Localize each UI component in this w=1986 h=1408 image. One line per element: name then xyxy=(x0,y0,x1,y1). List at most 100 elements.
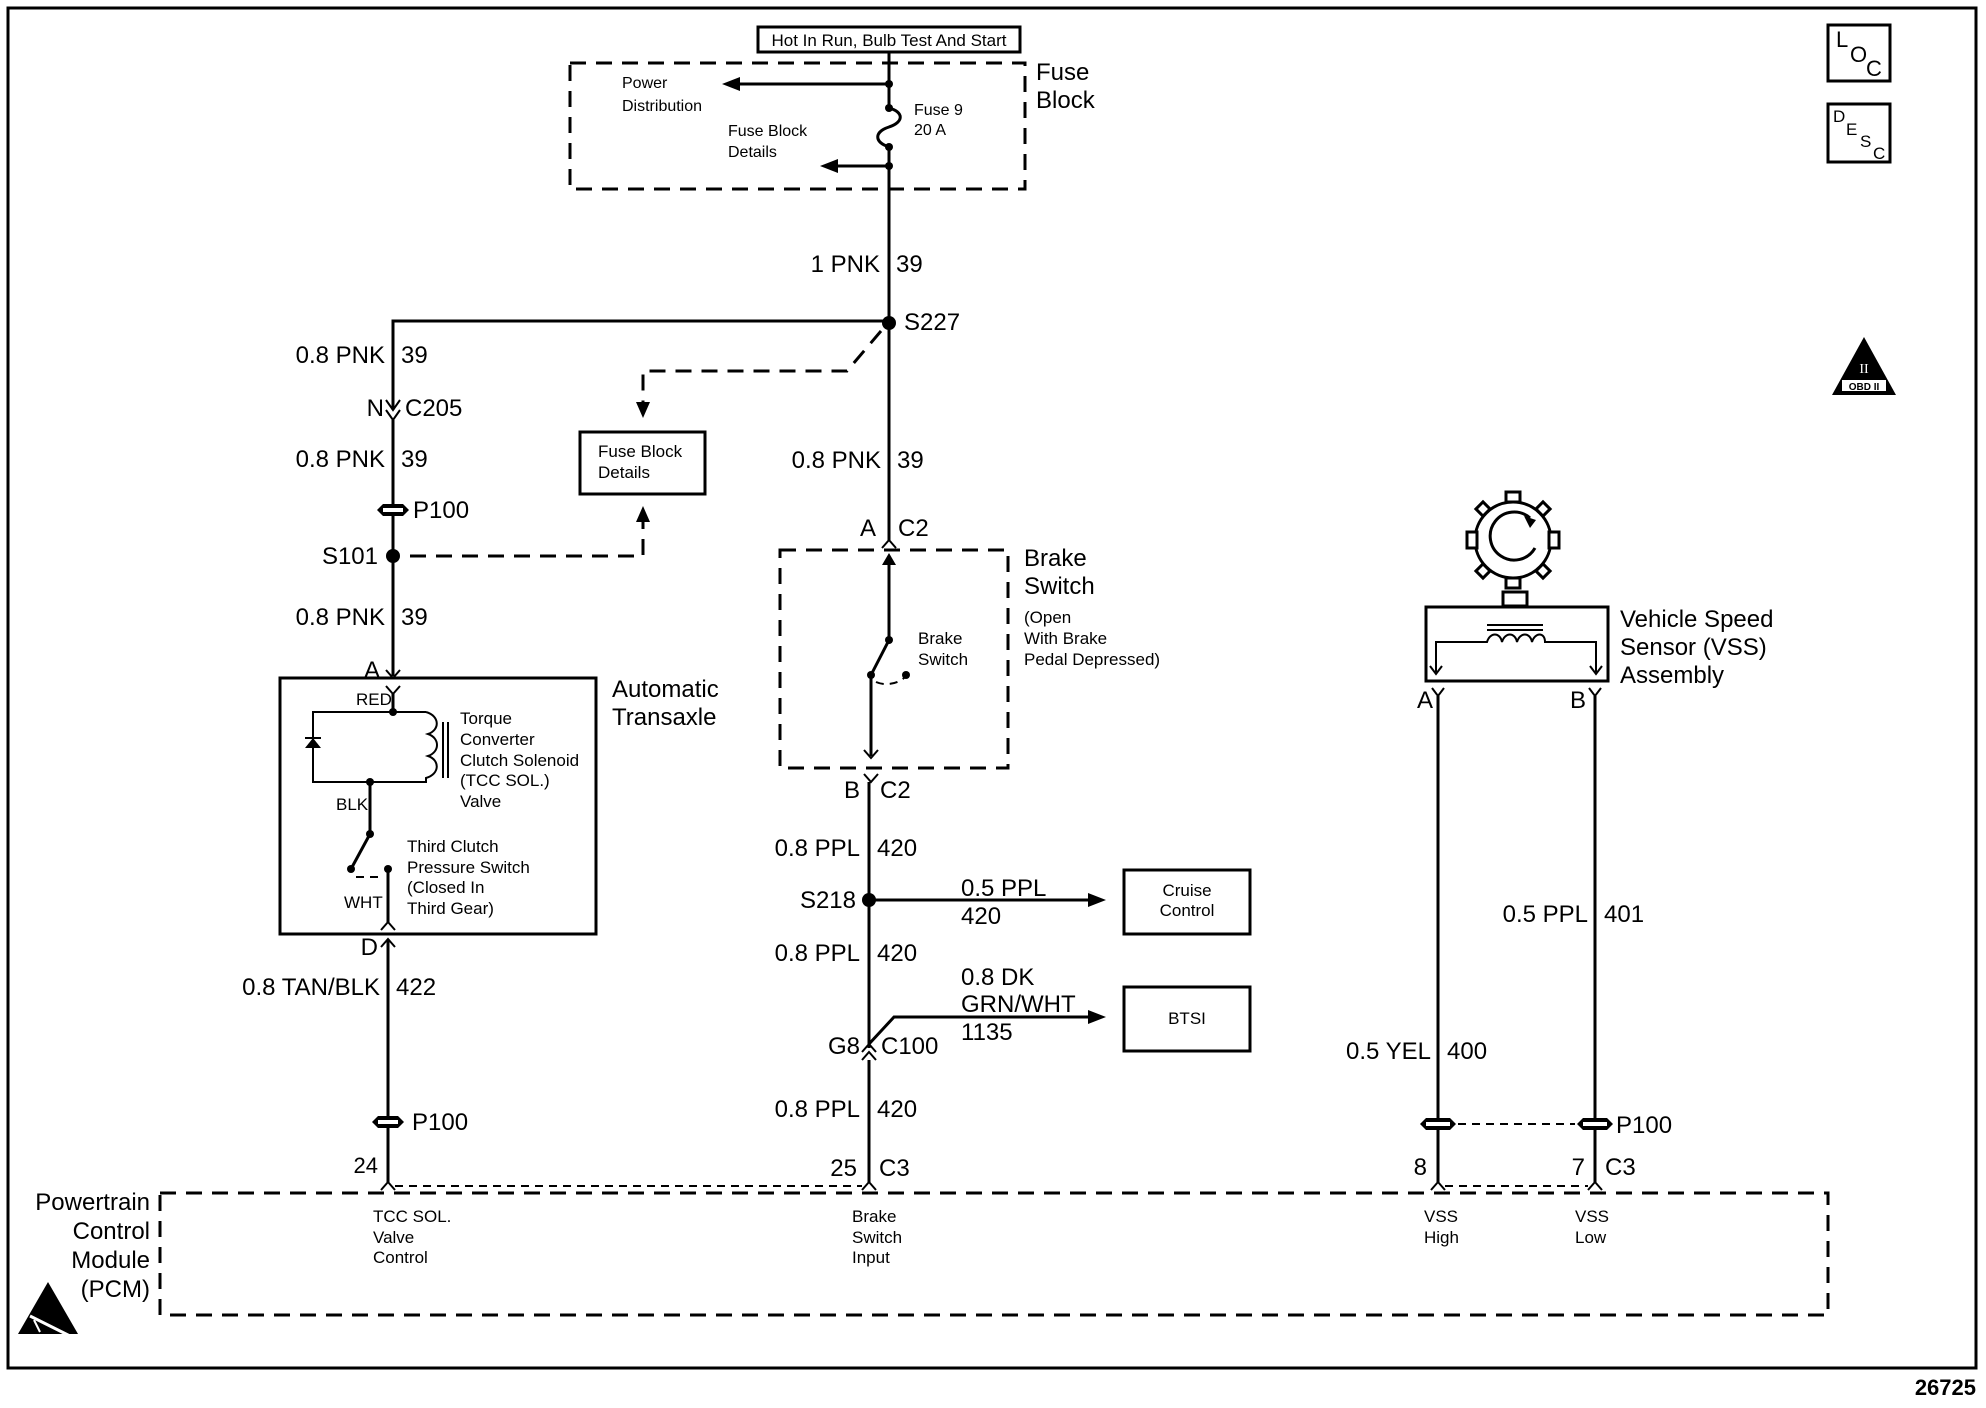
svg-text:D: D xyxy=(1833,107,1845,126)
vehicle-speed-sensor: Vehicle Speed Sensor (VSS) Assembly A B xyxy=(1417,490,1773,714)
svg-text:VSS: VSS xyxy=(1575,1207,1609,1226)
pressure-switch-icon xyxy=(349,833,372,870)
svg-text:Switch: Switch xyxy=(1024,573,1095,600)
svg-text:Powertrain: Powertrain xyxy=(35,1189,150,1216)
desc-icon[interactable]: D E S C xyxy=(1826,102,1892,164)
p100-label: P100 xyxy=(1616,1112,1672,1139)
svg-text:Brake: Brake xyxy=(852,1207,896,1226)
svg-text:BTSI: BTSI xyxy=(1168,1009,1206,1028)
fuse-block-details-box[interactable]: Fuse Block Details xyxy=(578,430,707,496)
svg-text:D: D xyxy=(361,934,378,961)
automatic-transaxle: A Automatic Transaxle RED BLK WHT Torque… xyxy=(278,657,719,961)
wire-label: 0.8 PPL xyxy=(775,1096,860,1123)
svg-text:WHT: WHT xyxy=(344,893,383,912)
solenoid-coil-icon xyxy=(368,711,438,783)
svg-text:Automatic: Automatic xyxy=(612,676,719,703)
svg-text:Low: Low xyxy=(1575,1228,1607,1247)
splice-label: S101 xyxy=(322,543,378,570)
svg-text:L: L xyxy=(1836,27,1848,52)
svg-text:OBD II: OBD II xyxy=(1849,382,1880,393)
svg-text:Details: Details xyxy=(728,144,777,161)
circuit-number: 420 xyxy=(961,903,1001,930)
fuse-icon xyxy=(876,106,902,149)
wire-label: 0.5 PPL xyxy=(1503,901,1588,928)
circuit-number: 1135 xyxy=(961,1019,1013,1046)
wire-label: 0.8 PNK xyxy=(792,447,881,474)
pin-label: N xyxy=(367,395,384,422)
svg-text:(Closed In: (Closed In xyxy=(407,878,484,897)
svg-text:Brake: Brake xyxy=(918,629,962,648)
powertrain-control-module: Powertrain Control Module (PCM) TCC SOL.… xyxy=(18,1189,1830,1338)
svg-text:Clutch Solenoid: Clutch Solenoid xyxy=(460,751,579,770)
circuit-number: 401 xyxy=(1604,901,1644,928)
p100-label: P100 xyxy=(413,497,469,524)
svg-text:A: A xyxy=(364,657,380,684)
svg-text:Valve: Valve xyxy=(373,1228,414,1247)
pass-through-p100 xyxy=(372,1116,404,1128)
fuse-block: Fuse Block Power Distribution Fuse 9 20 … xyxy=(568,52,1096,191)
svg-text:Transaxle: Transaxle xyxy=(612,704,716,731)
diode-icon xyxy=(305,738,321,748)
circuit-hot-label: Hot In Run, Bulb Test And Start xyxy=(756,25,1022,54)
svg-text:20 A: 20 A xyxy=(914,122,946,139)
circuit-number: 39 xyxy=(897,447,924,474)
pin-label: 8 xyxy=(1414,1154,1427,1181)
wire-label: GRN/WHT xyxy=(961,991,1076,1018)
svg-text:RED: RED xyxy=(356,690,392,709)
svg-text:Cruise: Cruise xyxy=(1162,881,1211,900)
wire-label: 0.5 YEL xyxy=(1346,1038,1431,1065)
svg-text:Switch: Switch xyxy=(918,650,968,669)
svg-text:Module: Module xyxy=(71,1247,150,1274)
svg-text:Control: Control xyxy=(1160,901,1215,920)
connector-label: C3 xyxy=(1605,1154,1636,1181)
svg-text:Torque: Torque xyxy=(460,709,512,728)
wire-label: 0.8 PPL xyxy=(775,940,860,967)
esd-warning-icon xyxy=(18,1282,78,1338)
pin-label: 25 xyxy=(830,1155,857,1182)
svg-text:B: B xyxy=(1570,687,1586,714)
circuit-number: 420 xyxy=(877,940,917,967)
circuit-number: 39 xyxy=(896,251,923,278)
svg-text:A: A xyxy=(1417,687,1433,714)
wire-label: 0.8 TAN/BLK xyxy=(242,974,380,1001)
svg-text:With Brake: With Brake xyxy=(1024,629,1107,648)
circuit-number: 422 xyxy=(396,974,436,1001)
wire-label: 0.5 PPL xyxy=(961,875,1046,902)
svg-text:Brake: Brake xyxy=(1024,545,1087,572)
wire-39-left xyxy=(391,319,889,410)
svg-text:Fuse Block: Fuse Block xyxy=(728,123,808,140)
svg-text:C2: C2 xyxy=(880,777,911,804)
svg-text:Sensor (VSS): Sensor (VSS) xyxy=(1620,634,1767,661)
svg-text:Third Gear): Third Gear) xyxy=(407,899,494,918)
circuit-number: 39 xyxy=(401,342,428,369)
svg-text:Input: Input xyxy=(852,1248,890,1267)
connector-label: C100 xyxy=(881,1033,938,1060)
svg-text:Pedal Depressed): Pedal Depressed) xyxy=(1024,650,1160,669)
diagram-frame xyxy=(6,6,1978,1370)
svg-text:Valve: Valve xyxy=(460,792,501,811)
circuit-number: 420 xyxy=(877,1096,917,1123)
svg-text:Hot In Run, Bulb Test And Star: Hot In Run, Bulb Test And Start xyxy=(772,31,1007,50)
splice-label: S218 xyxy=(800,887,856,914)
svg-text:C2: C2 xyxy=(898,515,929,542)
wire-label: 1 PNK xyxy=(811,251,880,278)
pass-through-p100 xyxy=(1420,1118,1613,1130)
loc-icon[interactable]: L O C xyxy=(1826,23,1892,83)
coil-icon xyxy=(1435,633,1597,672)
svg-text:Switch: Switch xyxy=(852,1228,902,1247)
p100-label: P100 xyxy=(412,1109,468,1136)
pin-label: G8 xyxy=(828,1033,860,1060)
obd-ii-icon[interactable]: II OBD II xyxy=(1832,337,1896,395)
connector-c100 xyxy=(861,1042,877,1061)
brake-switch: A C2 Brake Switch Brake Switch (Open Wit… xyxy=(778,515,1160,804)
svg-text:II: II xyxy=(1859,362,1869,377)
splice-label: S227 xyxy=(904,309,960,336)
svg-text:BLK: BLK xyxy=(336,795,369,814)
reluctor-wheel-icon xyxy=(1465,490,1561,590)
svg-text:High: High xyxy=(1424,1228,1459,1247)
btsi-box[interactable]: BTSI xyxy=(1122,985,1252,1053)
wire-label: 0.8 PNK xyxy=(296,446,385,473)
wire-label: 0.8 PNK xyxy=(296,604,385,631)
cruise-control-box[interactable]: Cruise Control xyxy=(1122,868,1252,936)
